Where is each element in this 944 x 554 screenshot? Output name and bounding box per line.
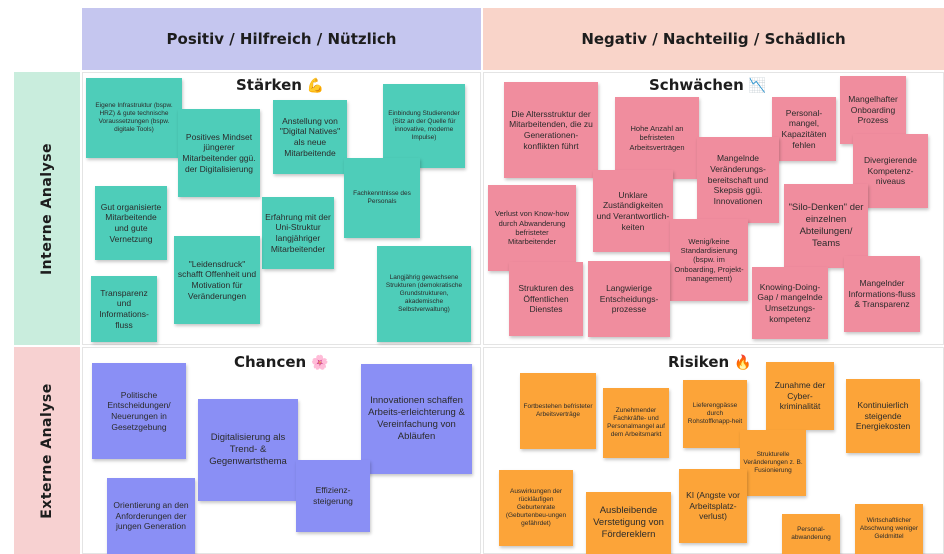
- sticky-note-strength[interactable]: Anstellung von "Digital Natives" als neu…: [273, 100, 347, 174]
- sticky-note-text: Verlust von Know-how durch Abwanderung b…: [494, 209, 570, 247]
- sticky-note-text: Gut organisierte Mitarbeitende und gute …: [100, 201, 162, 244]
- sticky-note-risk[interactable]: Strukturelle Veränderungen z. B. Fusioni…: [740, 430, 806, 496]
- title-opportunities-text: Chancen: [234, 353, 307, 371]
- sticky-note-text: "Silo-Denken" der einzelnen Abteilungen/…: [788, 202, 864, 249]
- sticky-note-weakness[interactable]: Mangelhafter Onboarding Prozess: [840, 76, 906, 144]
- sticky-note-text: Lieferengpässe durch Rohstoffknapp-heit: [687, 401, 743, 426]
- sticky-note-risk[interactable]: Zunehmender Fachkräfte- und Personalmang…: [603, 388, 669, 458]
- sticky-note-text: Erfahrung mit der Uni-Struktur langjähri…: [265, 211, 331, 254]
- sticky-note-text: Fortbestehen befristeter Arbeitsverträge: [523, 402, 593, 418]
- sticky-note-text: Wirtschaftlicher Abschwung weniger Geldm…: [859, 516, 919, 541]
- side-label-internal: Interne Analyse: [14, 72, 80, 345]
- sticky-note-opportunity[interactable]: Effizienz-steigerung: [296, 460, 370, 532]
- sticky-note-weakness[interactable]: Mangelnde Veränderungs-bereitschaft und …: [697, 137, 779, 223]
- title-strengths-text: Stärken: [236, 76, 302, 94]
- sticky-note-text: Unklare Zuständigkeiten und Verantwortli…: [596, 189, 670, 232]
- side-label-external-text: Externe Analyse: [39, 382, 55, 519]
- sticky-note-strength[interactable]: Eigene Infrastruktur (bspw. HRZ) & gute …: [86, 78, 182, 158]
- title-opportunities: Chancen🌸: [234, 353, 329, 371]
- sticky-note-strength[interactable]: Transparenz und Informations-fluss: [91, 276, 157, 342]
- sticky-note-strength[interactable]: Positives Mindset jüngerer Mitarbeitende…: [178, 109, 260, 197]
- chart-decreasing-icon: 📉: [748, 78, 767, 94]
- sticky-note-text: Innovationen schaffen Arbeits-erleichter…: [368, 395, 465, 442]
- sticky-note-risk[interactable]: Personal-abwanderung: [782, 514, 840, 554]
- sticky-note-risk[interactable]: Kontinuierlich steigende Energiekosten: [846, 379, 920, 453]
- sticky-note-weakness[interactable]: Divergierende Kompetenz-niveaus: [853, 134, 928, 208]
- sticky-note-text: Zunahme der Cyber-kriminalität: [774, 380, 826, 412]
- sticky-note-text: Positives Mindset jüngerer Mitarbeitende…: [182, 131, 256, 174]
- sticky-note-weakness[interactable]: "Silo-Denken" der einzelnen Abteilungen/…: [784, 184, 868, 268]
- sticky-note-weakness[interactable]: Verlust von Know-how durch Abwanderung b…: [488, 185, 576, 271]
- sticky-note-weakness[interactable]: Die Altersstruktur der Mitarbeitenden, d…: [504, 82, 598, 178]
- sticky-note-text: Knowing-Doing-Gap / mangelnde Umsetzungs…: [757, 281, 823, 324]
- sticky-note-text: Langwierige Entscheidungs-prozesse: [599, 283, 659, 315]
- sticky-note-opportunity[interactable]: Digitalisierung als Trend- & Gegenwartst…: [198, 399, 298, 501]
- sticky-note-text: Fachkenntnisse des Personals: [353, 189, 411, 205]
- sticky-note-text: Auswirkungen der rückläufigen Geburtenra…: [505, 487, 567, 528]
- sticky-note-risk[interactable]: Ausbleibende Verstetigung von Förderekle…: [586, 492, 671, 554]
- sticky-note-text: Die Altersstruktur der Mitarbeitenden, d…: [509, 108, 593, 151]
- sticky-note-text: Einbindung Studierender (Sitz an der Que…: [388, 109, 460, 142]
- header-positive: Positiv / Hilfreich / Nützlich: [82, 8, 481, 70]
- sticky-note-weakness[interactable]: Strukturen des Öffentlichen Dienstes: [509, 262, 583, 336]
- sticky-note-weakness[interactable]: Mangelnder Informations-fluss & Transpar…: [844, 256, 920, 332]
- sticky-note-weakness[interactable]: Wenig/keine Standardisierung (bspw. im O…: [670, 219, 748, 301]
- sticky-note-text: Orientierung an den Anforderungen der ju…: [113, 500, 189, 532]
- sticky-note-risk[interactable]: Auswirkungen der rückläufigen Geburtenra…: [499, 470, 573, 546]
- sticky-note-risk[interactable]: Wirtschaftlicher Abschwung weniger Geldm…: [855, 504, 923, 554]
- sticky-note-opportunity[interactable]: Orientierung an den Anforderungen der ju…: [107, 478, 195, 554]
- sticky-note-text: Strukturelle Veränderungen z. B. Fusioni…: [743, 450, 803, 475]
- sticky-note-text: Divergierende Kompetenz-niveaus: [864, 155, 917, 187]
- sticky-note-text: Mangelnde Veränderungs-bereitschaft und …: [707, 153, 769, 206]
- blossom-icon: 🌸: [311, 355, 329, 371]
- flexed-biceps-icon: 💪: [306, 78, 325, 94]
- sticky-note-text: Kontinuierlich steigende Energiekosten: [855, 400, 911, 432]
- title-weaknesses: Schwächen📉: [649, 76, 766, 94]
- sticky-note-weakness[interactable]: Langwierige Entscheidungs-prozesse: [588, 261, 670, 337]
- sticky-note-text: Personal-mangel, Kapazitäten fehlen: [781, 107, 827, 150]
- fire-icon: 🔥: [734, 355, 752, 371]
- sticky-note-text: Effizienz-steigerung: [313, 485, 353, 506]
- title-weaknesses-text: Schwächen: [649, 76, 744, 94]
- sticky-note-text: Ausbleibende Verstetigung von Förderekle…: [593, 505, 664, 540]
- sticky-note-risk[interactable]: Fortbestehen befristeter Arbeitsverträge: [520, 373, 596, 449]
- sticky-note-strength[interactable]: Einbindung Studierender (Sitz an der Que…: [383, 84, 465, 168]
- sticky-note-risk[interactable]: Lieferengpässe durch Rohstoffknapp-heit: [683, 380, 747, 448]
- sticky-note-weakness[interactable]: Hohe Anzahl an befristeten Arbeitsverträ…: [615, 97, 699, 179]
- sticky-note-strength[interactable]: "Leidensdruck" schafft Offenheit und Mot…: [174, 236, 260, 324]
- sticky-note-strength[interactable]: Gut organisierte Mitarbeitende und gute …: [95, 186, 167, 260]
- sticky-note-text: Hohe Anzahl an befristeten Arbeitsverträ…: [629, 123, 685, 152]
- sticky-note-strength[interactable]: Langjährig gewachsene Strukturen (demokr…: [377, 246, 471, 342]
- sticky-note-weakness[interactable]: Personal-mangel, Kapazitäten fehlen: [772, 97, 836, 161]
- sticky-note-weakness[interactable]: Unklare Zuständigkeiten und Verantwortli…: [593, 170, 673, 252]
- sticky-note-risk[interactable]: KI (Angste vor Arbeitsplatz-verlust): [679, 469, 747, 543]
- sticky-note-text: Transparenz und Informations-fluss: [99, 287, 149, 330]
- sticky-note-text: Langjährig gewachsene Strukturen (demokr…: [385, 273, 463, 314]
- sticky-note-opportunity[interactable]: Politische Entscheidungen/ Neuerungen in…: [92, 363, 186, 459]
- sticky-note-strength[interactable]: Fachkenntnisse des Personals: [344, 158, 420, 238]
- sticky-note-text: Zunehmender Fachkräfte- und Personalmang…: [607, 406, 665, 439]
- side-label-internal-text: Interne Analyse: [39, 142, 55, 275]
- sticky-note-text: Mangelhafter Onboarding Prozess: [848, 94, 898, 126]
- sticky-note-text: "Leidensdruck" schafft Offenheit und Mot…: [177, 258, 257, 301]
- sticky-note-text: Eigene Infrastruktur (bspw. HRZ) & gute …: [95, 101, 173, 134]
- title-risks: Risiken🔥: [668, 353, 752, 371]
- side-label-external: Externe Analyse: [14, 347, 80, 554]
- sticky-note-text: Digitalisierung als Trend- & Gegenwartst…: [209, 432, 287, 467]
- sticky-note-weakness[interactable]: Knowing-Doing-Gap / mangelnde Umsetzungs…: [752, 267, 828, 339]
- sticky-note-text: KI (Angste vor Arbeitsplatz-verlust): [686, 490, 740, 522]
- header-negative: Negativ / Nachteilig / Schädlich: [483, 8, 944, 70]
- sticky-note-text: Politische Entscheidungen/ Neuerungen in…: [107, 389, 171, 432]
- title-risks-text: Risiken: [668, 353, 730, 371]
- sticky-note-text: Strukturen des Öffentlichen Dienstes: [518, 283, 574, 315]
- sticky-note-text: Wenig/keine Standardisierung (bspw. im O…: [674, 236, 744, 284]
- title-strengths: Stärken💪: [236, 76, 324, 94]
- sticky-note-opportunity[interactable]: Innovationen schaffen Arbeits-erleichter…: [361, 364, 472, 474]
- sticky-note-text: Personal-abwanderung: [791, 525, 831, 541]
- sticky-note-risk[interactable]: Zunahme der Cyber-kriminalität: [766, 362, 834, 430]
- sticky-note-text: Anstellung von "Digital Natives" als neu…: [279, 115, 341, 158]
- sticky-note-text: Mangelnder Informations-fluss & Transpar…: [848, 278, 916, 310]
- sticky-note-strength[interactable]: Erfahrung mit der Uni-Struktur langjähri…: [262, 197, 334, 269]
